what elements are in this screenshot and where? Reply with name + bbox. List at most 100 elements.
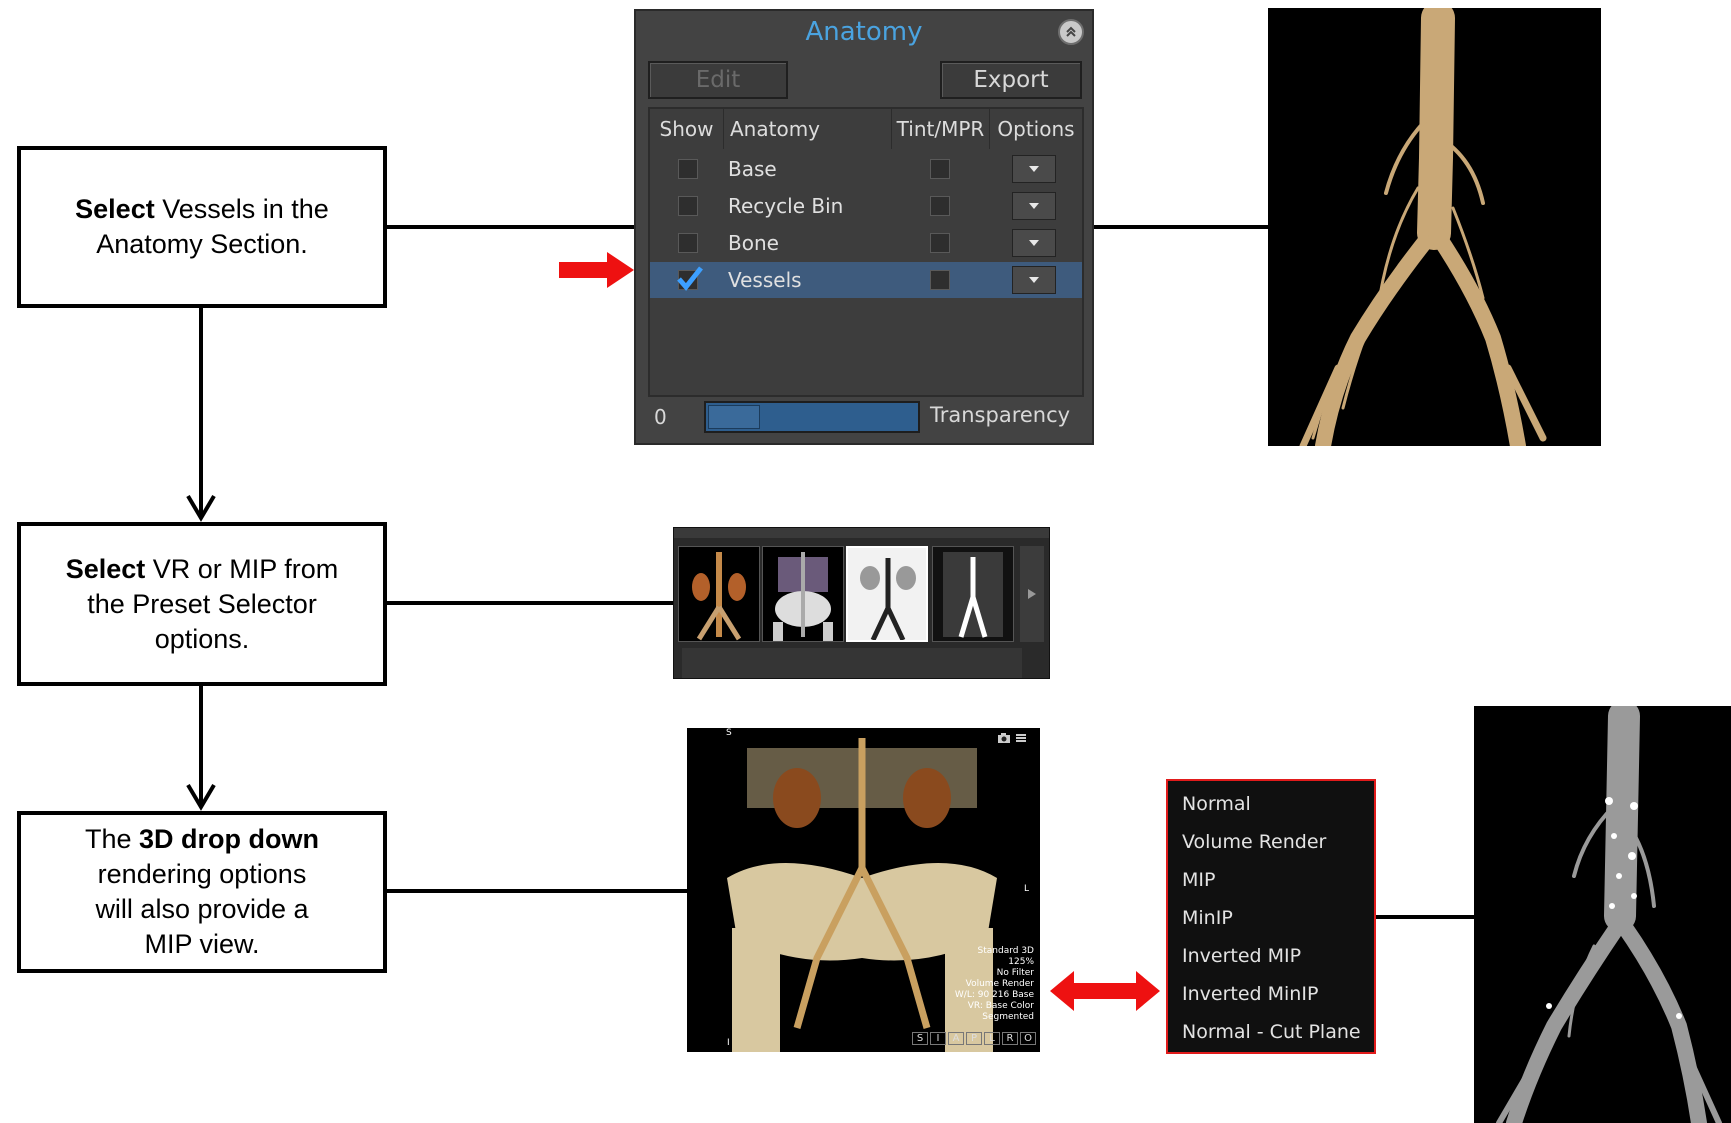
orient-a-button[interactable]: A (948, 1032, 964, 1045)
step-3d-dropdown: The 3D drop down rendering options will … (17, 811, 387, 973)
menu-item-mip[interactable]: MIP (1182, 869, 1216, 891)
dropdown-arrow-icon (1029, 166, 1039, 172)
orientation-buttons: S I A P L R O (912, 1032, 1036, 1045)
column-header-tint[interactable]: Tint/MPR (892, 109, 990, 149)
preset-selector (673, 527, 1050, 679)
row-label: Recycle Bin (728, 194, 844, 218)
vr-info-overlay: Standard 3D 125% No Filter Volume Render… (955, 946, 1034, 1023)
anatomy-row-base[interactable]: Base (650, 151, 1082, 187)
menu-item-inverted-mip[interactable]: Inverted MIP (1182, 945, 1302, 967)
edit-label: Edit (695, 67, 741, 93)
orient-p-button[interactable]: P (966, 1032, 982, 1045)
tint-checkbox[interactable] (930, 233, 950, 253)
info-line[interactable]: Volume Render (965, 979, 1034, 989)
step-select-vessels: Select Vessels in the Anatomy Section. (17, 146, 387, 308)
menu-item-normal[interactable]: Normal (1182, 793, 1251, 815)
right-arrow-icon (559, 252, 634, 288)
column-header-show[interactable]: Show (650, 109, 724, 149)
orientation-bottom-label: I (727, 1038, 730, 1048)
step-2-text: VR or MIP from the Preset Selector optio… (87, 553, 339, 654)
preset-thumb-mip[interactable] (932, 546, 1014, 642)
flow-line-2 (199, 686, 203, 806)
connector-step1-panel (387, 225, 634, 229)
orient-o-button[interactable]: O (1020, 1032, 1036, 1045)
info-line[interactable]: W/L: 90 216 Base (954, 990, 1034, 1000)
options-dropdown[interactable] (1012, 155, 1056, 183)
step-3-pre: The (84, 824, 140, 854)
slider-thumb[interactable] (708, 405, 760, 429)
orientation-right-label: L (1024, 884, 1030, 894)
collapse-up-icon[interactable] (1058, 19, 1084, 45)
orient-s-button[interactable]: S (912, 1032, 928, 1045)
preset-thumb-inverted-mip[interactable] (846, 546, 928, 642)
menu-item-normal-cut-plane[interactable]: Normal - Cut Plane (1182, 1021, 1361, 1043)
checkmark-icon (677, 266, 703, 291)
step-1-bold: Select (75, 194, 155, 224)
options-dropdown[interactable] (1012, 229, 1056, 257)
orient-i-button[interactable]: I (930, 1032, 946, 1045)
options-dropdown[interactable] (1012, 192, 1056, 220)
orient-l-button[interactable]: L (984, 1032, 1000, 1045)
transparency-slider[interactable] (704, 401, 920, 433)
preset-thumb-vr-color[interactable] (678, 546, 760, 642)
anatomy-table: Show Anatomy Tint/MPR Options Base Recyc… (648, 107, 1084, 397)
connector-menu-mip (1376, 915, 1474, 919)
tint-checkbox[interactable] (930, 270, 950, 290)
tint-checkbox[interactable] (930, 159, 950, 179)
flow-arrowhead-2 (186, 783, 216, 811)
step-select-preset: Select VR or MIP from the Preset Selecto… (17, 522, 387, 686)
transparency-label: Transparency (930, 403, 1071, 427)
show-checkbox[interactable] (678, 159, 698, 179)
step-3-bold: 3D drop down (139, 824, 319, 854)
scroll-right-icon (1028, 589, 1036, 599)
anatomy-panel: Anatomy Edit Export Show Anatomy Tint/MP… (634, 9, 1094, 445)
menu-item-volume-render[interactable]: Volume Render (1182, 831, 1327, 853)
preset-thumb-vr-bone[interactable] (762, 546, 844, 642)
anatomy-row-bone[interactable]: Bone (650, 225, 1082, 261)
step-1-text: Vessels in the Anatomy Section. (96, 194, 329, 259)
show-checkbox[interactable] (678, 196, 698, 216)
row-label: Bone (728, 231, 779, 255)
row-label: Vessels (728, 268, 802, 292)
preset-scroll-button[interactable] (1020, 546, 1044, 642)
panel-title: Anatomy (805, 17, 923, 47)
orient-r-button[interactable]: R (1002, 1032, 1018, 1045)
preset-topbar (674, 528, 1049, 538)
connector-panel-image (1094, 225, 1268, 229)
dropdown-arrow-icon (1029, 277, 1039, 283)
connector-step3-viewer (387, 889, 687, 893)
info-line[interactable]: 125% (1008, 957, 1034, 967)
dropdown-arrow-icon (1029, 203, 1039, 209)
camera-icon[interactable] (997, 732, 1011, 744)
flow-line-1 (199, 308, 203, 516)
export-label: Export (973, 67, 1049, 93)
menu-icon[interactable] (1015, 732, 1027, 744)
info-line[interactable]: No Filter (996, 968, 1034, 978)
column-header-options[interactable]: Options (997, 117, 1075, 141)
preset-bottombar (682, 648, 1022, 678)
info-line: Segmented (982, 1012, 1034, 1022)
row-label: Base (728, 157, 777, 181)
options-dropdown[interactable] (1012, 266, 1056, 294)
dropdown-arrow-icon (1029, 240, 1039, 246)
render-mode-menu: Normal Volume Render MIP MinIP Inverted … (1166, 779, 1376, 1054)
transparency-value: 0 (654, 405, 667, 429)
show-checkbox[interactable] (678, 233, 698, 253)
anatomy-row-recycle-bin[interactable]: Recycle Bin (650, 188, 1082, 224)
anatomy-row-vessels[interactable]: Vessels (650, 262, 1082, 298)
menu-item-inverted-minip[interactable]: Inverted MinIP (1182, 983, 1319, 1005)
column-header-anatomy[interactable]: Anatomy (724, 109, 892, 149)
vessel-mip-image (1474, 706, 1731, 1123)
tint-checkbox[interactable] (930, 196, 950, 216)
connector-step2-presets (387, 601, 673, 605)
menu-item-minip[interactable]: MinIP (1182, 907, 1233, 929)
orientation-top-label: S (726, 728, 732, 738)
export-button[interactable]: Export (940, 61, 1082, 99)
double-arrow-icon (1050, 971, 1160, 1011)
step-2-bold: Select (65, 553, 146, 584)
edit-button[interactable]: Edit (648, 61, 788, 99)
info-line: VR: Base Color (967, 1001, 1034, 1011)
step-3-text: rendering options will also provide a MI… (95, 859, 309, 959)
info-line[interactable]: Standard 3D (977, 946, 1034, 956)
vr-viewer: S I L Standard 3D 125% No Filter Volume … (687, 728, 1040, 1052)
